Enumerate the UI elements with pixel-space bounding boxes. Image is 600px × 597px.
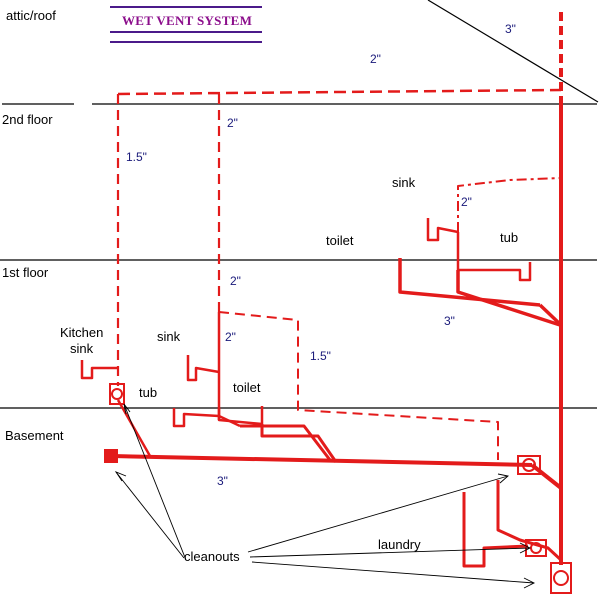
floor-label-attic: attic/roof xyxy=(6,8,56,23)
floor-label-1st: 1st floor xyxy=(2,265,49,280)
label-sink-lower: sink xyxy=(157,329,181,344)
trap-sink-lower xyxy=(186,355,220,382)
page-title: WET VENT SYSTEM xyxy=(122,13,252,28)
cleanout-main xyxy=(517,455,541,475)
laundry-standpipe xyxy=(462,492,529,568)
vent-header-attic xyxy=(117,88,562,96)
label-cleanouts: cleanouts xyxy=(184,549,240,564)
label-tub-lower: tub xyxy=(139,385,157,400)
drain-toilet-upper-b xyxy=(456,270,561,327)
main-drain-cap xyxy=(104,449,118,463)
branch-upper-to-stack xyxy=(538,303,563,327)
size-vent-2-lower: 2" xyxy=(225,330,236,344)
label-toilet-upper: toilet xyxy=(326,233,354,248)
size-roof-vent: 2" xyxy=(370,52,381,66)
main-drain-to-stack xyxy=(530,463,563,490)
size-drain-3-upper: 3" xyxy=(444,314,455,328)
size-vent-2-right: 2" xyxy=(461,195,472,209)
vent-upper-right xyxy=(457,177,562,232)
label-toilet-lower: toilet xyxy=(233,380,261,395)
trap-kitchen-sink xyxy=(80,360,118,380)
branch-basement-a xyxy=(260,424,338,463)
label-laundry: laundry xyxy=(378,537,421,552)
pipes xyxy=(80,12,563,568)
vent-mid-right xyxy=(218,311,499,460)
floor-label-2nd: 2nd floor xyxy=(2,112,53,127)
size-vent-2-mid: 2" xyxy=(230,274,241,288)
trap-tub-upper xyxy=(456,232,532,282)
size-stack: 3" xyxy=(505,22,516,36)
branch-basement-b xyxy=(240,424,332,461)
title-block: WET VENT SYSTEM xyxy=(110,6,262,43)
cleanout-kitchen xyxy=(109,383,125,405)
label-tub-upper: tub xyxy=(500,230,518,245)
label-sink-upper: sink xyxy=(392,175,416,190)
size-vent-1-5-left: 1.5" xyxy=(126,150,147,164)
cleanout-stack xyxy=(550,562,572,594)
trap-tub-basement xyxy=(172,408,241,428)
size-vent-1-5-lower: 1.5" xyxy=(310,349,331,363)
cleanout-pointers xyxy=(114,403,536,589)
basement-main-drain xyxy=(111,454,533,467)
drain-toilet-upper xyxy=(398,258,541,307)
laundry-branch xyxy=(496,480,563,562)
roof-line xyxy=(427,0,599,103)
size-vent-2-upper: 2" xyxy=(227,116,238,130)
label-kitchen-sink: sink xyxy=(70,341,94,356)
size-drain-3-basement: 3" xyxy=(217,474,228,488)
drain-toilet-basement xyxy=(217,406,264,426)
label-kitchen: Kitchen xyxy=(60,325,103,340)
trap-sink-upper xyxy=(426,218,459,242)
floor-label-basement: Basement xyxy=(5,428,64,443)
